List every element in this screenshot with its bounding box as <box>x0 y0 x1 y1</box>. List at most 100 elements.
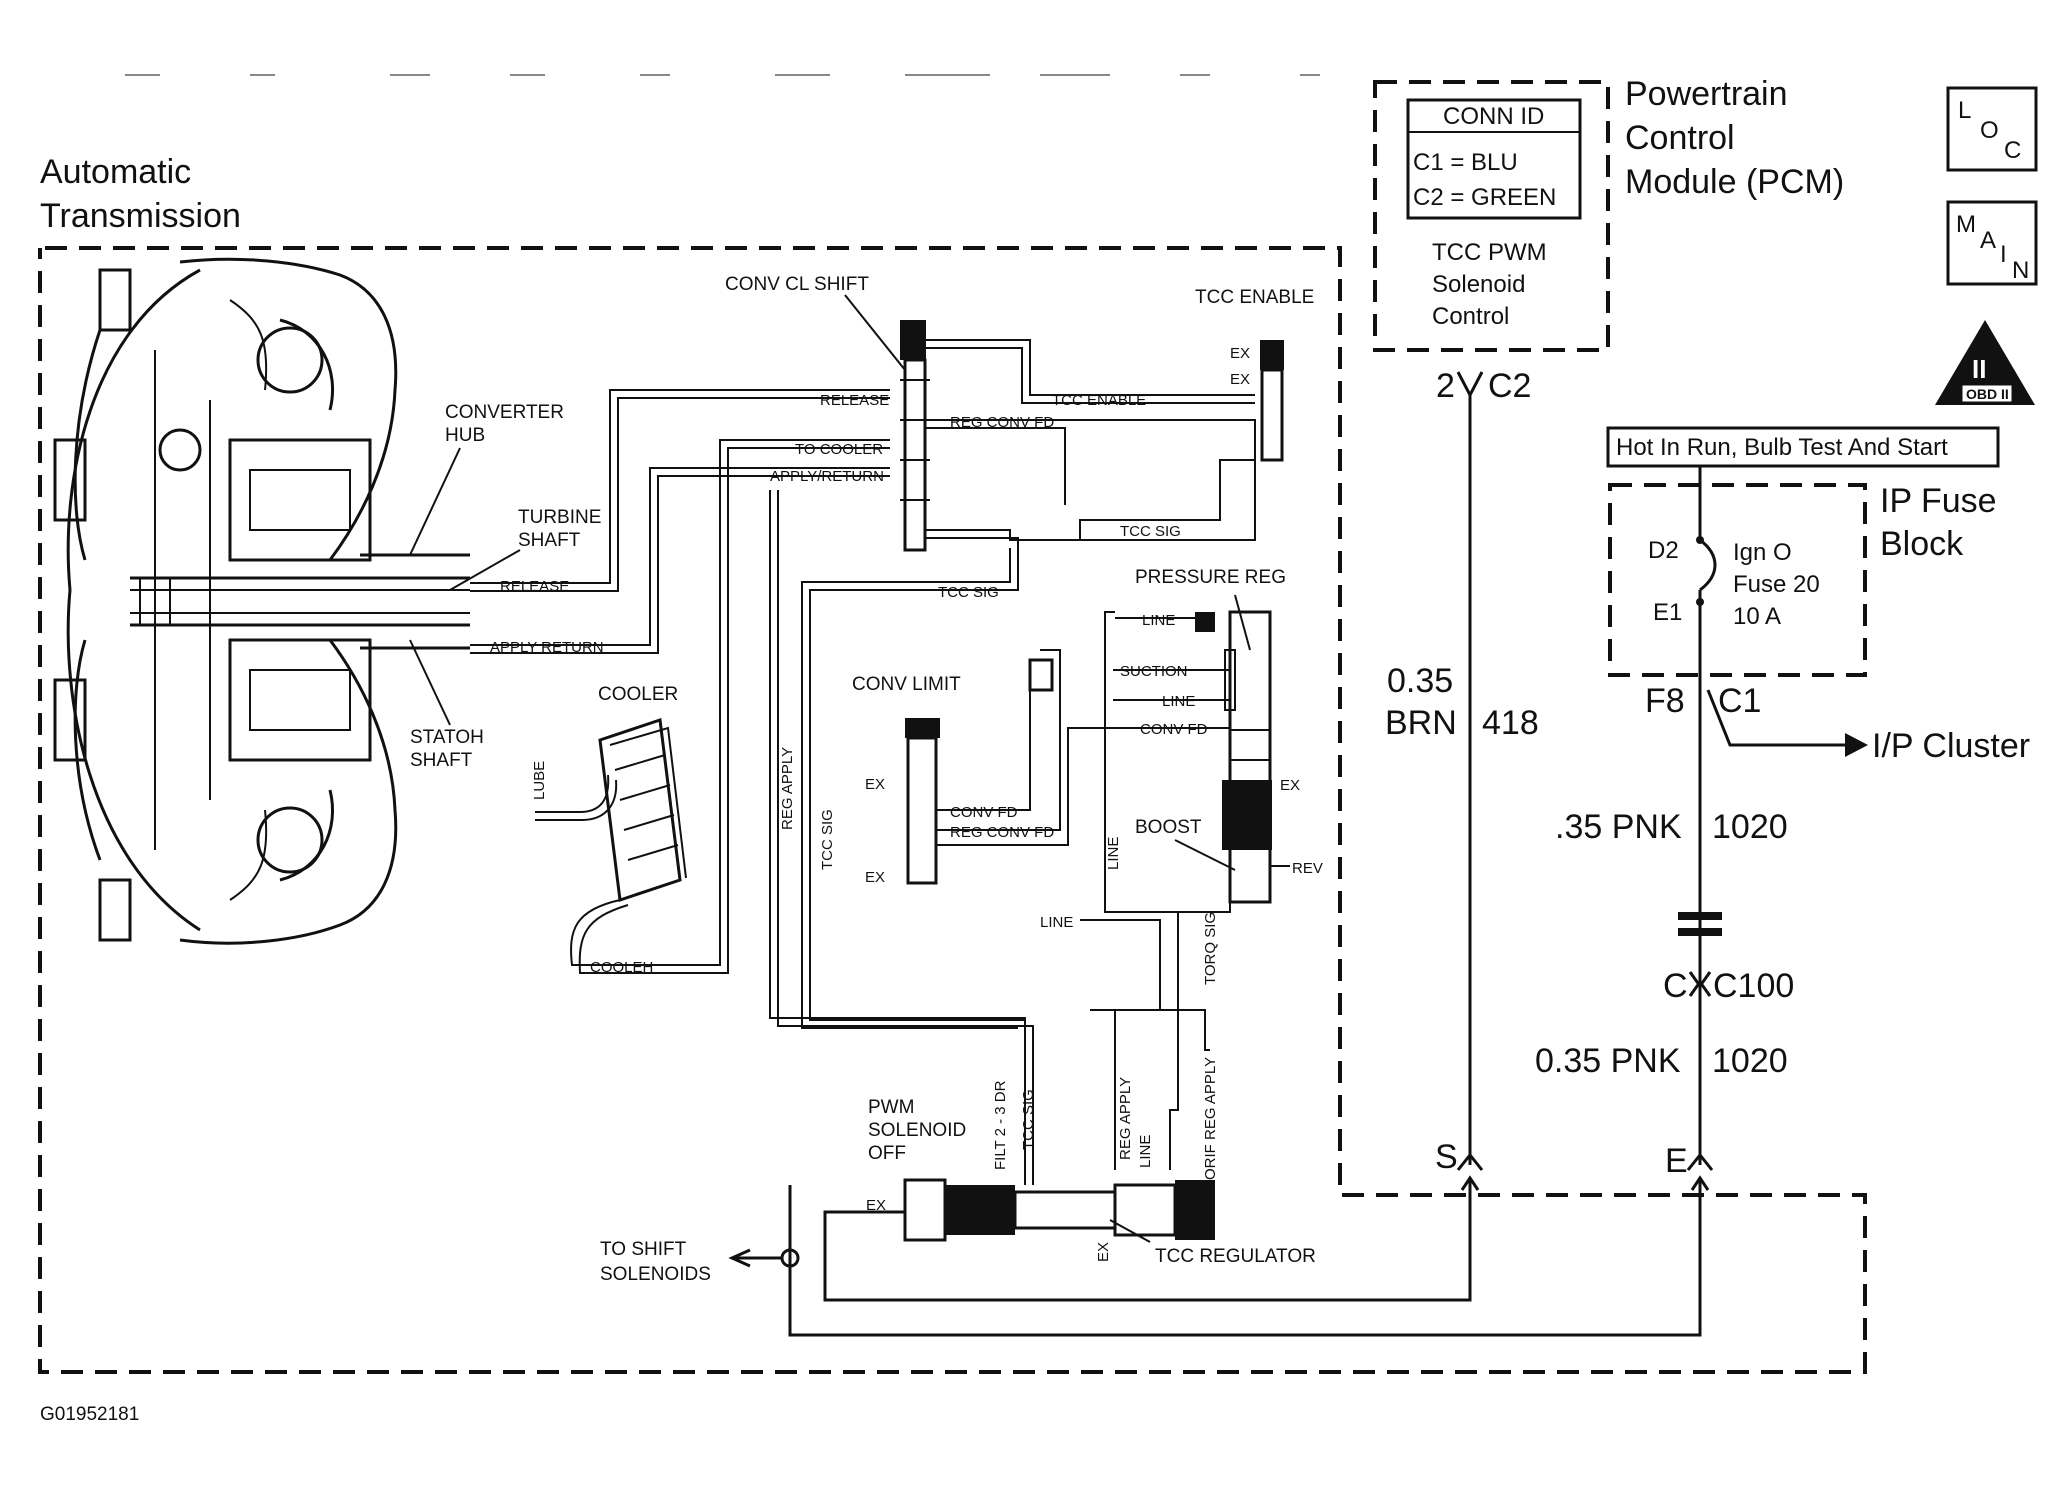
main-symbol: M A I N <box>1946 200 2038 286</box>
fuse-name-2: Fuse 20 <box>1733 571 1820 598</box>
fuse-symbol <box>1699 538 1717 592</box>
svg-text:C: C <box>2004 137 2021 164</box>
wire-1020-top-circuit: 1020 <box>1712 808 1788 846</box>
pcm-desc-2: Solenoid <box>1432 271 1525 298</box>
rev-label: REV <box>1292 860 1323 877</box>
obd-ii-symbol: II OBD II <box>1935 320 2035 405</box>
pcm-desc-3: Control <box>1432 303 1509 330</box>
to-shift-label-1: TO SHIFT <box>600 1239 687 1260</box>
conv-limit-valve <box>905 658 1054 885</box>
line-label-5: LINE <box>1137 1135 1154 1168</box>
orif-reg-apply-label: ORIF REG APPLY <box>1202 1057 1219 1180</box>
line-label-3: LINE <box>1105 837 1122 870</box>
wire-1020-bottom-circuit: 1020 <box>1712 1042 1788 1080</box>
line-label-2: LINE <box>1162 693 1195 710</box>
fuse-d2: D2 <box>1648 537 1679 564</box>
pcm-title-line2: Control <box>1625 119 1735 157</box>
reg-apply-label: REG APPLY <box>779 747 796 830</box>
tcc-enable-label: TCC ENABLE <box>1195 287 1314 308</box>
tcc-sig-vertical-label-2: TCC SIG <box>1020 1089 1037 1150</box>
stator-shaft-label-2: SHAFT <box>410 750 473 771</box>
torq-sig-label: TORQ SIG <box>1202 912 1219 985</box>
ex-label-4: EX <box>865 869 885 886</box>
loc-symbol: L O C <box>1946 86 2038 172</box>
converter-hub-label-1: CONVERTER <box>445 402 564 423</box>
release-label: RELEASE <box>820 392 889 409</box>
wire-418-gauge: 0.35 <box>1387 662 1453 700</box>
converter-hub-label-2: HUB <box>445 425 485 446</box>
tcc-enable-line-label: TCC ENABLE <box>1052 392 1146 409</box>
svg-text:A: A <box>1980 227 1996 254</box>
ex-label-1: EX <box>1230 345 1250 362</box>
tcc-enable-valve <box>1260 340 1284 462</box>
transmission-title-line2: Transmission <box>40 197 241 235</box>
tcc-sig-label-1: TCC SIG <box>1120 523 1181 540</box>
to-shift-label-2: SOLENOIDS <box>600 1264 711 1285</box>
pwm-solenoid-and-tcc-regulator <box>903 1178 1215 1242</box>
reg-conv-fd-label: REG CONV FD <box>950 414 1054 431</box>
ex-label-2: EX <box>1230 371 1250 388</box>
transmission-boundary <box>38 246 1867 1374</box>
pressure-reg-label: PRESSURE REG <box>1135 567 1286 588</box>
power-label-box <box>1606 426 2000 468</box>
line-label-1: LINE <box>1142 612 1175 629</box>
boost-label: BOOST <box>1135 817 1202 838</box>
conn-id-table <box>1406 98 1582 220</box>
torque-converter-drawing <box>53 257 470 945</box>
splice-symbol <box>1678 912 1722 936</box>
lube-label: LUBE <box>531 761 548 800</box>
fuse-block-title-line1: IP Fuse <box>1880 482 1997 520</box>
pcm-connector: C2 <box>1488 367 1531 405</box>
to-cooler-label: TO COOLER <box>795 441 883 458</box>
pwm-label-2: SOLENOID <box>868 1120 966 1141</box>
fuse-name-3: 10 A <box>1733 603 1781 630</box>
c100-right: C100 <box>1713 967 1794 1005</box>
fuse-c1: C1 <box>1718 682 1761 720</box>
c100-left: C <box>1663 967 1688 1005</box>
wire-418-color: BRN <box>1385 704 1457 742</box>
apply-return-left-label: APPLY RETURN <box>490 639 604 656</box>
pressure-reg-valve <box>1195 610 1272 904</box>
svg-text:OBD II: OBD II <box>1966 386 2009 402</box>
wire-1020-bottom-label: 0.35 PNK <box>1535 1042 1681 1080</box>
conv-cl-shift-valve <box>900 320 1255 552</box>
cooler-line-label: COOLEH <box>590 959 653 976</box>
wire-1020-top-label: .35 PNK <box>1555 808 1682 846</box>
pcm-terminal-e: E <box>1665 1142 1688 1180</box>
fuse-block-title-line2: Block <box>1880 525 1964 563</box>
conv-fd-label-2: CONV FD <box>950 804 1018 821</box>
fuse-block-boundary <box>1608 483 1867 677</box>
pwm-label-1: PWM <box>868 1097 914 1118</box>
transmission-title-line1: Automatic <box>40 153 191 191</box>
turbine-shaft-label-1: TURBINE <box>518 507 601 528</box>
ex-label-6: EX <box>866 1197 886 1214</box>
pcm-terminal-s: S <box>1435 1138 1458 1176</box>
reg-conv-fd-label-2: REG CONV FD <box>950 824 1054 841</box>
pcm-desc-1: TCC PWM <box>1432 239 1547 266</box>
power-label: Hot In Run, Bulb Test And Start <box>1616 434 1948 461</box>
svg-text:L: L <box>1958 97 1971 124</box>
fuse-name-1: Ign O <box>1733 539 1792 566</box>
figure-id: G01952181 <box>40 1404 139 1425</box>
cooler-drawing <box>598 717 687 903</box>
line-label-4: LINE <box>1040 914 1073 931</box>
svg-text:O: O <box>1980 117 1999 144</box>
apply-return-label: APPLY/RETURN <box>770 468 884 485</box>
wire-418-circuit: 418 <box>1482 704 1539 742</box>
pcm-title-line1: Powertrain <box>1625 75 1788 113</box>
tcc-sig-label-2: TCC SIG <box>938 584 999 601</box>
ex-label-3: EX <box>865 776 885 793</box>
tcc-sig-vertical-label: TCC SIG <box>819 809 836 870</box>
cooler-label: COOLER <box>598 684 678 705</box>
conn-id-c2: C2 = GREEN <box>1413 184 1556 211</box>
turbine-shaft-label-2: SHAFT <box>518 530 581 551</box>
filt-2-3-dr-label: FILT 2 - 3 DR <box>992 1080 1009 1170</box>
svg-text:I: I <box>2000 241 2007 268</box>
pcm-boundary <box>1373 80 1610 352</box>
pcm-pin: 2 <box>1436 367 1455 405</box>
svg-text:M: M <box>1956 211 1976 238</box>
reg-apply-label-2: REG APPLY <box>1117 1077 1134 1160</box>
stator-shaft-label-1: STATOH <box>410 727 484 748</box>
tcc-regulator-label: TCC REGULATOR <box>1155 1246 1316 1267</box>
